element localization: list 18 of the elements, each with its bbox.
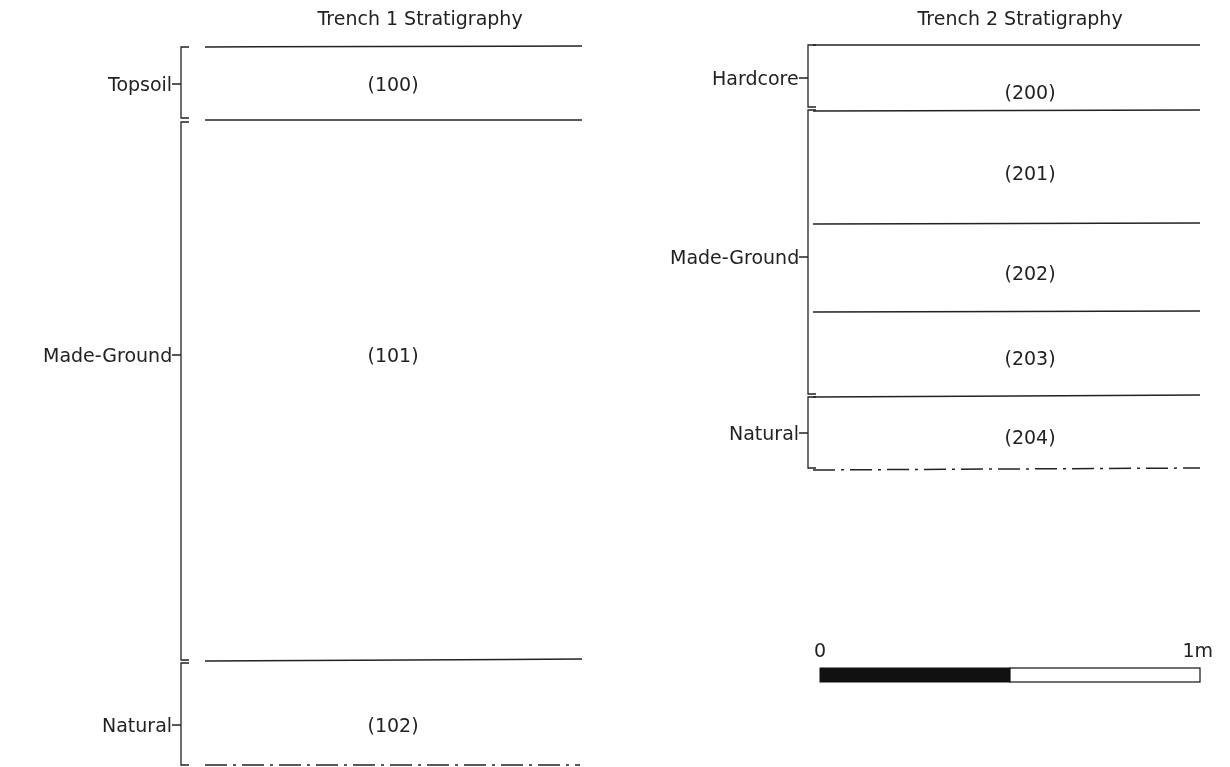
layer-number: (202) xyxy=(1004,261,1056,285)
layer-number: (203) xyxy=(1004,346,1056,370)
deposit-label: Natural xyxy=(729,421,800,445)
deposit-label: Made-Ground xyxy=(670,245,800,269)
deposit-label: Topsoil xyxy=(108,72,173,96)
layer-number: (101) xyxy=(367,343,419,367)
layer-number: (102) xyxy=(367,713,419,737)
layer-number: (201) xyxy=(1004,161,1056,185)
layer-number: (200) xyxy=(1004,80,1056,104)
scale-label: 0 xyxy=(814,638,827,662)
section-title: Trench 2 Stratigraphy xyxy=(917,6,1123,30)
deposit-label: Made-Ground xyxy=(43,343,173,367)
layer-number: (204) xyxy=(1004,425,1056,449)
section-title: Trench 1 Stratigraphy xyxy=(317,6,523,30)
deposit-label: Natural xyxy=(102,713,173,737)
layer-number: (100) xyxy=(367,72,419,96)
scale-label: 1m xyxy=(1182,638,1214,662)
deposit-label: Hardcore xyxy=(712,66,799,90)
